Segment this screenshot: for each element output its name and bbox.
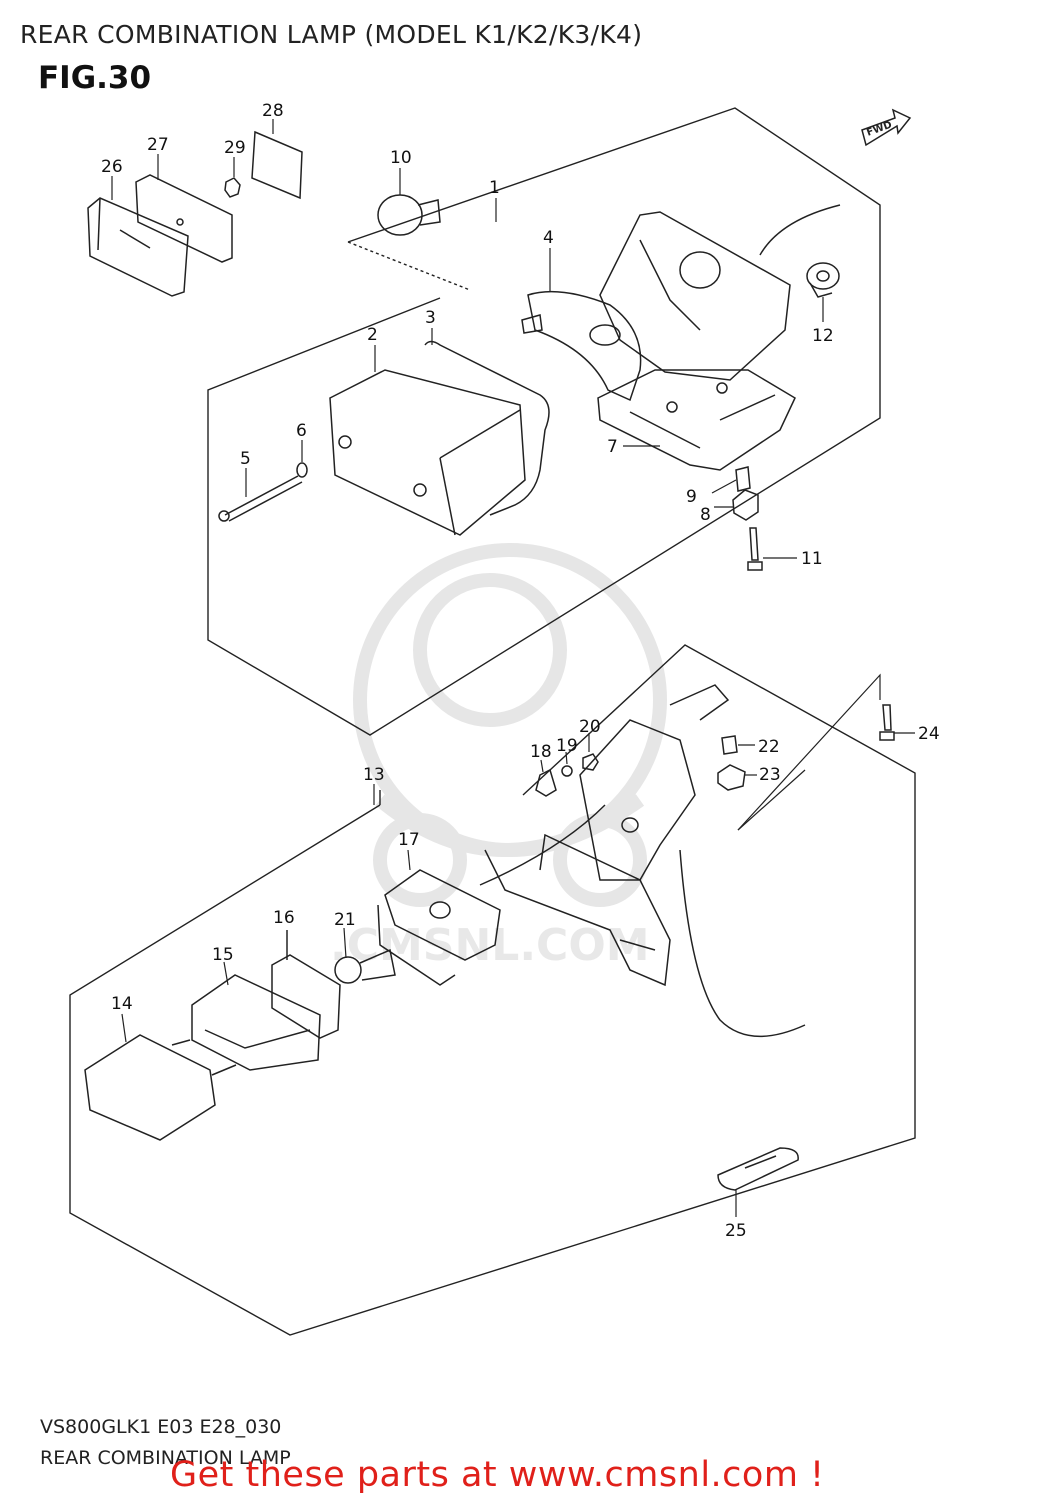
watermark [353, 543, 667, 907]
part-base-plate-7 [597, 369, 796, 471]
part-lens-14 [84, 1034, 237, 1141]
part-washer-19 [561, 765, 573, 777]
callout-20: 20 [579, 717, 601, 737]
callout-23: 23 [759, 765, 781, 785]
callout-7: 7 [607, 437, 618, 457]
callout-29: 29 [224, 138, 246, 158]
part-bolt-5 [218, 475, 303, 522]
part-bolt-24 [879, 704, 895, 741]
part-socket-17 [377, 869, 501, 986]
part-lens-26 [87, 197, 189, 297]
callout-10: 10 [390, 148, 412, 168]
callout-2: 2 [367, 325, 378, 345]
watermark-text: .CMSNL.COM [330, 920, 650, 971]
part-reflector-28 [251, 130, 303, 200]
part-bulb-21 [334, 948, 396, 984]
callout-28: 28 [262, 101, 284, 121]
callout-3: 3 [425, 308, 436, 328]
diagram-code: VS800GLK1 E03 E28_030 [40, 1416, 282, 1438]
assembly-13-boundary [69, 644, 916, 1336]
callout-19: 19 [556, 736, 578, 756]
callout-12: 12 [812, 326, 834, 346]
part-lens-27 [135, 174, 233, 263]
page-title: REAR COMBINATION LAMP (MODEL K1/K2/K3/K4… [20, 20, 643, 49]
part-gasket-3 [424, 340, 550, 516]
part-bolt-11 [747, 527, 763, 571]
callout-16: 16 [273, 908, 295, 928]
callout-22: 22 [758, 737, 780, 757]
part-gasket-16 [271, 930, 341, 1039]
part-cushion-8 [732, 489, 759, 521]
callout-14: 14 [111, 994, 133, 1014]
callout-1: 1 [489, 178, 500, 198]
part-lamp-body-1 [599, 204, 841, 381]
callout-9: 9 [686, 487, 697, 507]
part-grommet-12 [806, 262, 840, 298]
part-nut-20 [582, 753, 599, 771]
parts-link-banner[interactable]: Get these parts at www.cmsnl.com ! [170, 1455, 825, 1495]
callout-26: 26 [101, 157, 123, 177]
callout-5: 5 [240, 449, 251, 469]
forward-arrow-icon: FWD [861, 108, 912, 147]
figure-number: FIG.30 [38, 60, 152, 96]
diagram-caption: REAR COMBINATION LAMP [40, 1447, 291, 1469]
leader-lines [111, 119, 915, 1217]
part-clamp-25 [717, 1147, 799, 1191]
callout-27: 27 [147, 135, 169, 155]
callout-15: 15 [212, 945, 234, 965]
callout-24: 24 [918, 724, 940, 744]
callout-25: 25 [725, 1221, 747, 1241]
part-collar-9 [735, 466, 751, 492]
assembly-1-boundary [207, 107, 881, 736]
part-lens-case-15 [191, 974, 321, 1071]
part-license-bracket-13 [484, 684, 730, 987]
callout-13: 13 [363, 765, 385, 785]
callout-8: 8 [700, 505, 711, 525]
part-collar-22 [721, 735, 738, 755]
callout-17: 17 [398, 830, 420, 850]
part-cushion-23 [717, 764, 746, 791]
callout-18: 18 [530, 742, 552, 762]
callout-4: 4 [543, 228, 554, 248]
callout-21: 21 [334, 910, 356, 930]
part-cushion-18 [535, 768, 557, 797]
part-lamp-housing-2 [329, 369, 526, 536]
callout-11: 11 [801, 549, 823, 569]
part-bracket-4 [521, 290, 642, 402]
part-wire [479, 804, 806, 1037]
callout-6: 6 [296, 421, 307, 441]
part-washer-6 [296, 462, 308, 478]
part-nut-29 [224, 177, 241, 198]
